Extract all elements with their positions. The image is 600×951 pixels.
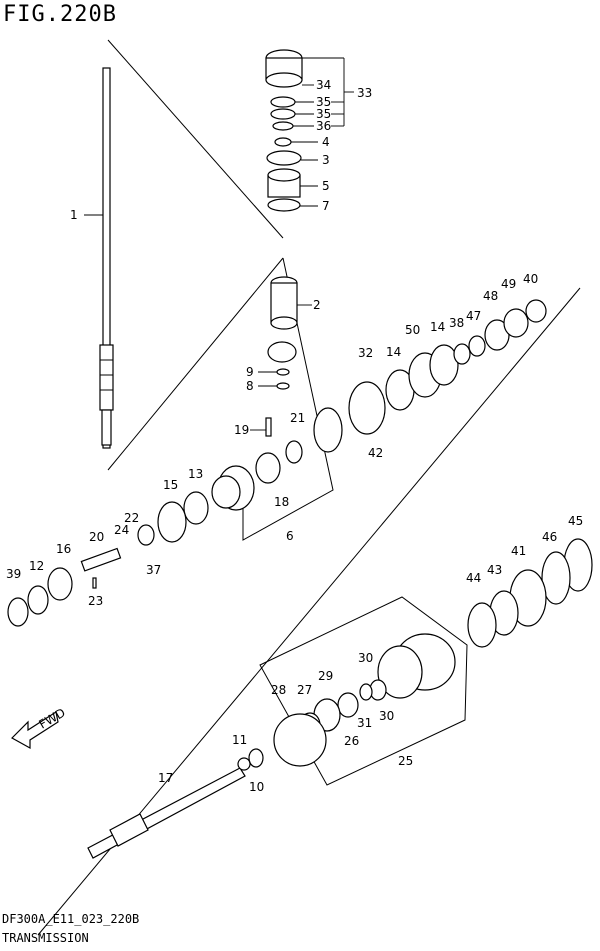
drawing-code: DF300A_E11_023_220B bbox=[2, 912, 140, 926]
drive-shaft-part-1 bbox=[99, 67, 114, 449]
svg-text:9: 9 bbox=[246, 365, 254, 379]
bushing-and-pinion bbox=[267, 276, 298, 390]
svg-text:24: 24 bbox=[114, 523, 129, 537]
svg-text:47: 47 bbox=[466, 309, 481, 323]
svg-text:27: 27 bbox=[297, 683, 312, 697]
svg-text:5: 5 bbox=[322, 179, 330, 193]
svg-text:10: 10 bbox=[249, 780, 264, 794]
svg-text:28: 28 bbox=[271, 683, 286, 697]
svg-text:21: 21 bbox=[290, 411, 305, 425]
svg-text:FWD: FWD bbox=[37, 705, 68, 731]
svg-text:25: 25 bbox=[398, 754, 413, 768]
svg-text:30: 30 bbox=[358, 651, 373, 665]
svg-text:38: 38 bbox=[449, 316, 464, 330]
svg-text:8: 8 bbox=[246, 379, 254, 393]
leader-lines bbox=[84, 57, 354, 431]
forward-gear-cluster bbox=[255, 299, 547, 484]
svg-text:37: 37 bbox=[146, 563, 161, 577]
svg-text:18: 18 bbox=[274, 495, 289, 509]
svg-text:36: 36 bbox=[316, 119, 331, 133]
svg-text:43: 43 bbox=[487, 563, 502, 577]
svg-text:12: 12 bbox=[29, 559, 44, 573]
svg-text:45: 45 bbox=[568, 514, 583, 528]
svg-text:50: 50 bbox=[405, 323, 420, 337]
fwd-direction-arrow: FWD bbox=[11, 705, 68, 750]
svg-text:13: 13 bbox=[188, 467, 203, 481]
assembly-name: TRANSMISSION bbox=[2, 931, 89, 945]
svg-text:17: 17 bbox=[158, 771, 173, 785]
svg-text:14: 14 bbox=[430, 320, 445, 334]
svg-text:20: 20 bbox=[89, 530, 104, 544]
svg-text:22: 22 bbox=[124, 511, 139, 525]
svg-text:1: 1 bbox=[70, 208, 78, 222]
svg-text:6: 6 bbox=[286, 529, 294, 543]
svg-text:41: 41 bbox=[511, 544, 526, 558]
svg-text:3: 3 bbox=[322, 153, 330, 167]
svg-text:4: 4 bbox=[322, 135, 330, 149]
svg-text:26: 26 bbox=[344, 734, 359, 748]
svg-text:44: 44 bbox=[466, 571, 481, 585]
svg-text:23: 23 bbox=[88, 594, 103, 608]
svg-text:15: 15 bbox=[163, 478, 178, 492]
propeller-shaft-part-17 bbox=[87, 748, 264, 859]
svg-text:2: 2 bbox=[313, 298, 321, 312]
svg-text:7: 7 bbox=[322, 199, 330, 213]
upper-bearing-stack bbox=[265, 49, 303, 212]
svg-text:16: 16 bbox=[56, 542, 71, 556]
assembly-outline-lines bbox=[37, 39, 581, 936]
svg-text:33: 33 bbox=[357, 86, 372, 100]
svg-text:40: 40 bbox=[523, 272, 538, 286]
svg-text:46: 46 bbox=[542, 530, 557, 544]
svg-text:34: 34 bbox=[316, 78, 331, 92]
svg-text:35: 35 bbox=[316, 107, 331, 121]
callout-labels: 1 2 3 4 5 6 7 8 9 10 11 12 13 14 14 15 1… bbox=[6, 78, 583, 794]
svg-text:14: 14 bbox=[386, 345, 401, 359]
svg-text:19: 19 bbox=[234, 423, 249, 437]
svg-text:39: 39 bbox=[6, 567, 21, 581]
svg-text:35: 35 bbox=[316, 95, 331, 109]
svg-text:11: 11 bbox=[232, 733, 247, 747]
svg-text:31: 31 bbox=[357, 716, 372, 730]
svg-text:49: 49 bbox=[501, 277, 516, 291]
reverse-gear-cluster bbox=[7, 465, 255, 627]
figure-title: FIG.220B bbox=[3, 2, 117, 27]
svg-text:42: 42 bbox=[368, 446, 383, 460]
propeller-shaft-housing-parts bbox=[273, 538, 593, 767]
svg-text:32: 32 bbox=[358, 346, 373, 360]
svg-text:48: 48 bbox=[483, 289, 498, 303]
svg-text:29: 29 bbox=[318, 669, 333, 683]
svg-text:30: 30 bbox=[379, 709, 394, 723]
